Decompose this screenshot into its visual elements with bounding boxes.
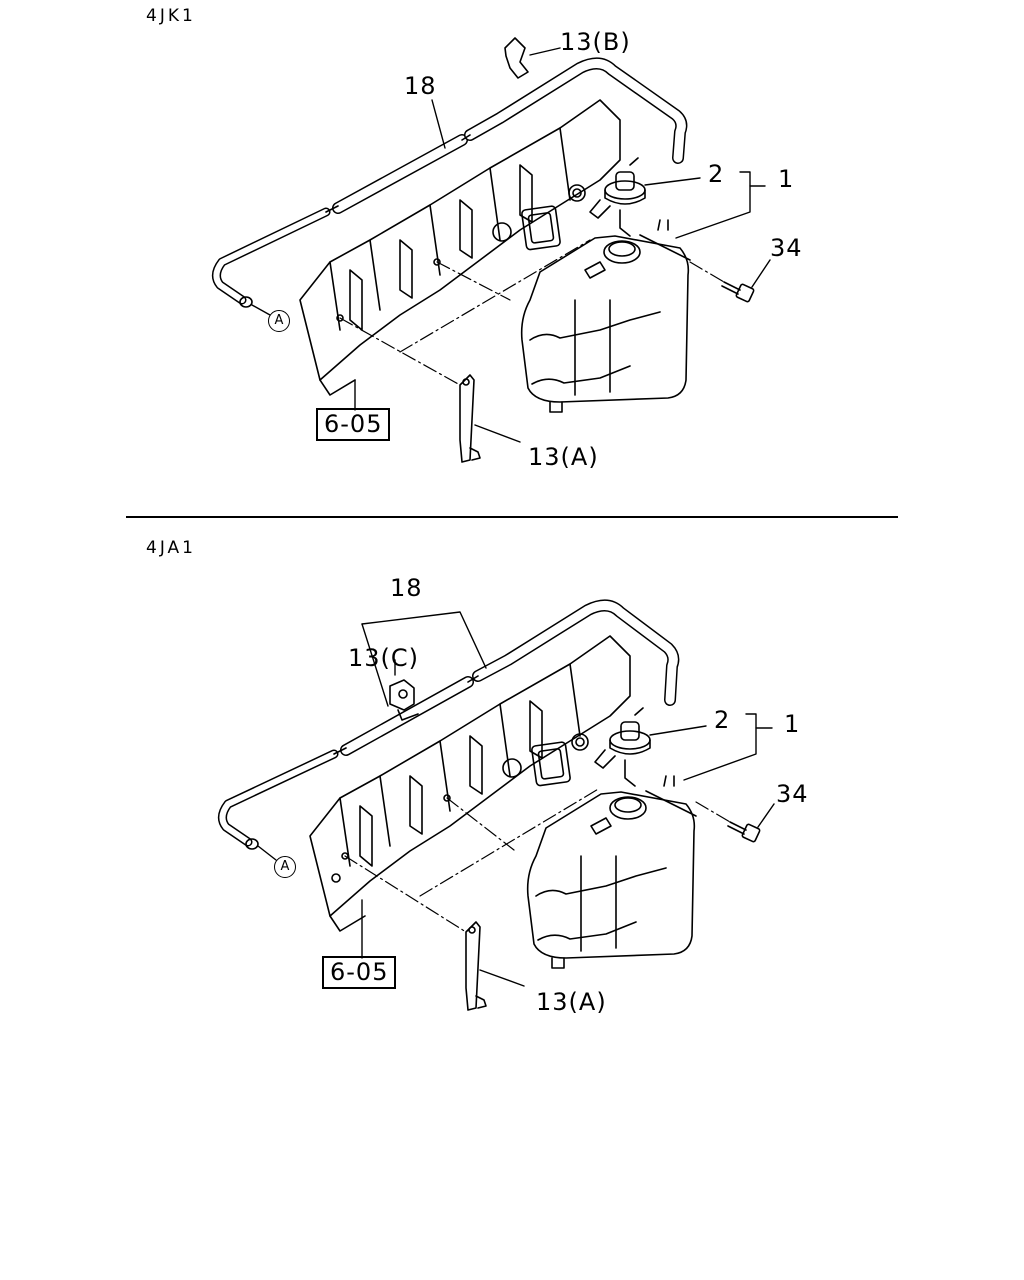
callout-34: 34 xyxy=(776,780,809,808)
bolt-34 xyxy=(695,801,775,843)
reserve-tank xyxy=(520,219,691,413)
callout-1: 1 xyxy=(784,710,801,738)
clip-13c xyxy=(389,659,419,721)
hose-18 xyxy=(218,599,680,850)
leader-line-18 xyxy=(431,99,446,149)
callout-2: 2 xyxy=(708,160,725,188)
clip-13b xyxy=(504,37,561,79)
connector-a-marker: A xyxy=(268,310,290,332)
reference-box: 6-05 xyxy=(316,408,391,441)
callout-13c: 13(C) xyxy=(348,644,420,672)
leader-line-1 xyxy=(683,713,757,781)
panel-divider xyxy=(126,516,898,518)
diagram-panel-4ja1: 4JA1 xyxy=(0,520,1024,1040)
exploded-parts-drawing xyxy=(218,599,775,1011)
model-label: 4JK1 xyxy=(146,6,196,26)
model-label: 4JA1 xyxy=(146,538,196,558)
diagram-panel-4jk1: 4JK1 xyxy=(0,0,1024,515)
cap-2 xyxy=(568,157,701,237)
callout-34: 34 xyxy=(770,234,803,262)
connector-a-marker: A xyxy=(274,856,296,878)
hose-18 xyxy=(212,57,688,308)
callout-13b: 13(B) xyxy=(560,28,631,56)
leader-line-18 xyxy=(361,611,487,669)
center-lines xyxy=(344,787,601,933)
bracket-13a xyxy=(465,921,525,1011)
center-lines xyxy=(339,239,591,386)
frame-rail xyxy=(309,635,631,959)
cap-2 xyxy=(571,707,707,787)
callout-1: 1 xyxy=(778,165,795,193)
bolt-34 xyxy=(689,259,771,303)
callout-18: 18 xyxy=(390,574,423,602)
reference-box: 6-05 xyxy=(322,956,397,989)
bracket-13a xyxy=(459,374,521,463)
reserve-tank xyxy=(526,775,697,969)
frame-rail xyxy=(299,99,621,411)
callout-2: 2 xyxy=(714,706,731,734)
callout-18: 18 xyxy=(404,72,437,100)
callout-13a: 13(A) xyxy=(528,443,599,471)
exploded-parts-drawing xyxy=(212,37,771,463)
callout-13a: 13(A) xyxy=(536,988,607,1016)
leader-line-1 xyxy=(675,171,751,239)
